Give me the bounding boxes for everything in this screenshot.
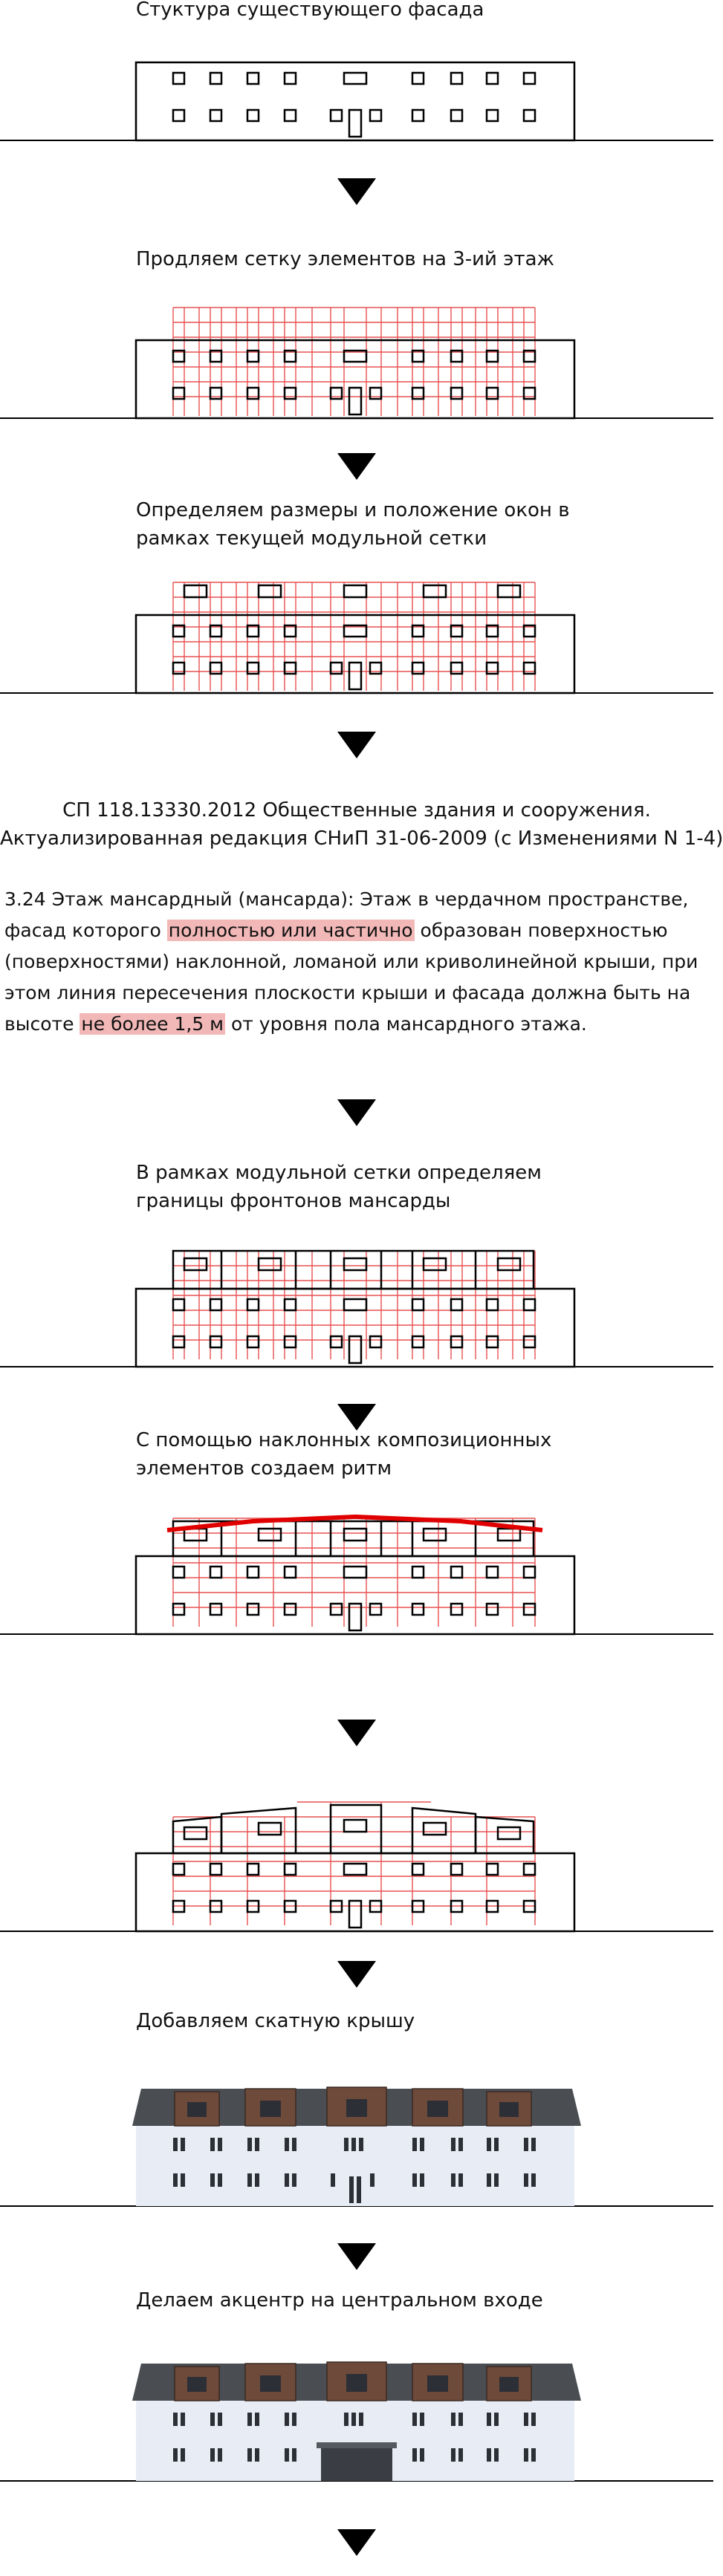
render-entrance-accent — [0, 2361, 713, 2482]
caption-rhythm-line-1: С помощью наклонных композиционных — [136, 1429, 552, 1451]
flow-arrow-2 — [337, 453, 376, 480]
caption-window-sizes: Определяем размеры и положение окон в ра… — [136, 496, 570, 553]
caption-existing-facade: Стуктура существующего фасада — [136, 0, 484, 21]
flow-arrow-7 — [337, 1961, 376, 1988]
caption-gable-bounds: В рамках модульной сетки определяем гран… — [136, 1159, 542, 1215]
caption-window-sizes-line-1: Определяем размеры и положение окон в — [136, 499, 570, 521]
flow-arrow-5 — [337, 1404, 376, 1431]
facade-diagram-4 — [0, 1249, 713, 1368]
caption-entrance-accent: Делаем акцентр на центральном входе — [136, 2289, 543, 2312]
flow-arrow-1 — [337, 178, 376, 205]
flow-arrow-3 — [337, 732, 376, 758]
norm-reference-line-1: СП 118.13330.2012 Общественные здания и … — [62, 799, 651, 822]
norm-reference: СП 118.13330.2012 Общественные здания и … — [0, 796, 723, 853]
caption-extend-grid: Продляем сетку элементов на 3-ий этаж — [136, 248, 554, 270]
definition-part-1: 3.24 Этаж мансардный (мансарда): Этаж в … — [4, 888, 689, 941]
flow-arrow-8 — [337, 2243, 376, 2270]
definition-part-3: от уровня пола мансардного этажа. — [225, 1013, 587, 1035]
facade-diagram-3 — [0, 582, 713, 695]
facade-diagram-5 — [0, 1514, 713, 1636]
flow-arrow-4 — [337, 1099, 376, 1126]
mansard-definition: 3.24 Этаж мансардный (мансарда): Этаж в … — [4, 884, 710, 1040]
caption-gable-bounds-line-2: границы фронтонов мансарды — [136, 1190, 451, 1212]
facade-diagram-6 — [0, 1801, 713, 1933]
flow-arrow-9 — [337, 2529, 376, 2556]
caption-pitched-roof: Добавляем скатную крышу — [136, 2010, 415, 2032]
caption-rhythm-line-2: элементов создаем ритм — [136, 1457, 392, 1480]
facade-diagram-2 — [0, 307, 713, 420]
highlight-max-height: не более 1,5 м — [80, 1013, 226, 1035]
caption-rhythm: С помощью наклонных композиционных элеме… — [136, 1426, 551, 1483]
facade-diagram-1 — [0, 61, 713, 142]
norm-reference-line-2: Актуализированная редакция СНиП 31-06-20… — [0, 827, 723, 850]
caption-gable-bounds-line-1: В рамках модульной сетки определяем — [136, 1162, 542, 1184]
highlight-fully-or-partly: полностью или частично — [166, 920, 415, 941]
flow-arrow-6 — [337, 1720, 376, 1746]
caption-window-sizes-line-2: рамках текущей модульной сетки — [136, 527, 487, 550]
render-pitched-roof — [0, 2087, 713, 2207]
definition-part-2: образован поверхностью (поверхностями) н… — [4, 920, 698, 1035]
